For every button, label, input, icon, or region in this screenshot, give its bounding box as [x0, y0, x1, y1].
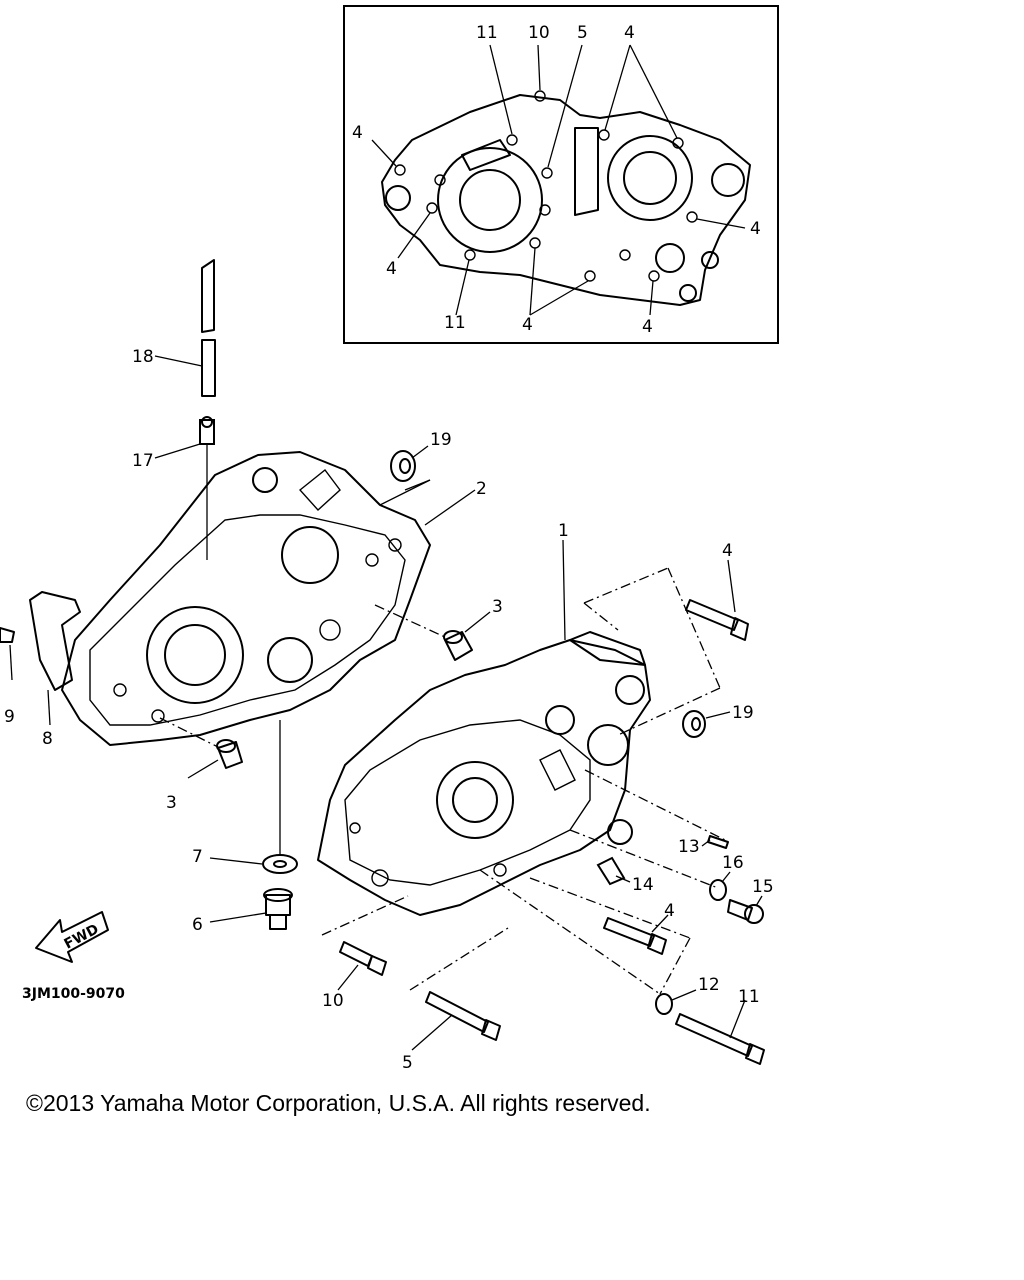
part-label: 10: [322, 991, 344, 1011]
inset-label: 10: [528, 23, 550, 43]
part-4-bolt-upper: [685, 559, 749, 641]
fwd-arrow-icon: FWD: [35, 911, 109, 963]
inset-bearing-left-inner: [459, 169, 521, 231]
bolt-lower-dash: [321, 869, 691, 995]
inset-crankcase-outline: [381, 94, 751, 306]
part-label: 16: [722, 853, 744, 873]
part-label: 11: [738, 987, 760, 1007]
part-3-dowel-upper: [374, 604, 491, 661]
part-1-right-crankcase: [317, 539, 651, 916]
inset-bearing-left: [437, 147, 543, 253]
inset-label: 11: [444, 313, 466, 333]
part-label: 9: [4, 707, 15, 727]
inset-label: 4: [522, 315, 533, 335]
part-label: 4: [664, 901, 675, 921]
part-17-nipple: [154, 416, 215, 560]
part-15-bolt: [727, 895, 764, 924]
inset-label: 4: [642, 317, 653, 337]
inset-bolt-holes: [394, 90, 698, 282]
part-label: 19: [430, 430, 452, 450]
part-9-bolt: [0, 627, 15, 681]
part-label: 6: [192, 915, 203, 935]
inset-label: 5: [577, 23, 588, 43]
part-16-washer: [709, 871, 731, 901]
part-label: 4: [722, 541, 733, 561]
part-label: 19: [732, 703, 754, 723]
part-11-bolt: [675, 999, 765, 1065]
part-5-bolt: [411, 991, 501, 1051]
inset-bearing-right: [607, 135, 693, 221]
part-19-seal-lower: [682, 710, 731, 738]
part-label: 8: [42, 729, 53, 749]
inset-sleeve: [574, 127, 599, 216]
inset-frame: [343, 5, 779, 344]
inset-leader-lines: [371, 44, 746, 316]
copyright-notice: ©2013 Yamaha Motor Corporation, U.S.A. A…: [26, 1090, 651, 1116]
fwd-label: FWD: [62, 921, 102, 952]
part-label: 17: [132, 451, 154, 471]
part-label: 1: [558, 521, 569, 541]
part-label: 12: [698, 975, 720, 995]
part-label: 18: [132, 347, 154, 367]
inset-label: 4: [386, 259, 397, 279]
part-10-bolt: [337, 941, 387, 991]
part-labels: 18 17 19 2 1 4 3 9 8 3 19 7 13 16 15 14 …: [4, 347, 774, 1073]
part-label: 3: [166, 793, 177, 813]
bolt-4-upper-dash: [583, 567, 721, 736]
inset-label: 4: [624, 23, 635, 43]
part-label: 3: [492, 597, 503, 617]
inset-boss-right: [711, 163, 745, 197]
inset-boss-lower: [655, 243, 685, 273]
part-2-left-crankcase: [61, 451, 431, 855]
part-4-bolt-lower: [603, 914, 669, 955]
part-label: 15: [752, 877, 774, 897]
part-14-collar: [596, 856, 631, 886]
part-7-washer: [209, 854, 298, 874]
part-3-dowel-lower: [159, 717, 243, 779]
inset-boss-lower2: [679, 284, 697, 302]
part-label: 5: [402, 1053, 413, 1073]
inset-label: 4: [750, 219, 761, 239]
inset-label: 11: [476, 23, 498, 43]
inset-view: 11 10 5 4 4 4 4 4 4 11 4 4: [343, 5, 779, 344]
inset-boss-lower3: [701, 251, 719, 269]
part-label: 14: [632, 875, 654, 895]
part-label: 2: [476, 479, 487, 499]
part-13-pin: [701, 835, 729, 849]
part-8-bracket: [29, 591, 81, 726]
diagram-code: 3JM100-9070: [22, 986, 125, 1002]
part-6-plug: [209, 888, 293, 930]
part-19-seal-upper: [390, 445, 429, 482]
inset-lever: [461, 139, 511, 171]
part-18-rod: [154, 259, 216, 397]
part-label: 7: [192, 847, 203, 867]
inset-bearing-right-inner: [623, 151, 677, 205]
part-12-washer: [655, 989, 697, 1015]
crankcase-exploded-diagram: 11 10 5 4 4 4 4 4 4 11 4 4: [0, 5, 779, 1073]
inset-labels: 11 10 5 4 4 4 4 4 4 11 4 4: [352, 23, 761, 337]
inset-boss-left: [385, 185, 411, 211]
inset-label: 4: [352, 123, 363, 143]
part-label: 13: [678, 837, 700, 857]
